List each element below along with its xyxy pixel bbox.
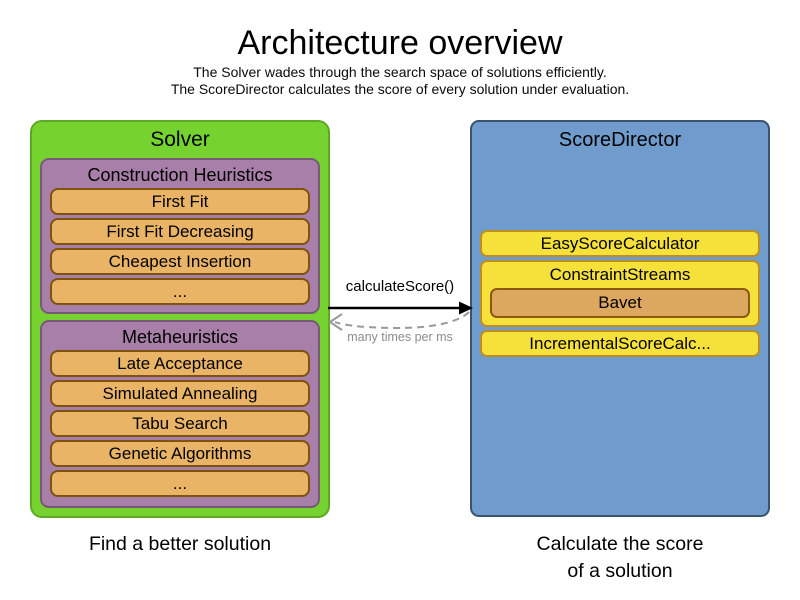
subtitle-line-1: The Solver wades through the search spac… — [193, 64, 607, 80]
calculate-score-arrow — [328, 301, 473, 315]
item-genetic-algorithms: Genetic Algorithms — [50, 440, 310, 467]
page-title: Architecture overview — [237, 24, 563, 62]
calc-constraint-streams: ConstraintStreams Bavet — [480, 260, 760, 327]
return-dashed-arrow — [328, 311, 470, 331]
item-late-acceptance: Late Acceptance — [50, 350, 310, 377]
calc-easy-score-calculator: EasyScoreCalculator — [480, 230, 760, 257]
subtitle-line-2: The ScoreDirector calculates the score o… — [170, 80, 630, 97]
score-director-caption: Calculate the score of a solution — [470, 531, 770, 585]
calc-incremental-score-calculator: IncrementalScoreCalc... — [480, 330, 760, 357]
item-tabu-search: Tabu Search — [50, 410, 310, 437]
frequency-label: many times per ms — [347, 330, 453, 344]
calc-bavet: Bavet — [490, 288, 750, 318]
construction-heuristics-title: Construction Heuristics — [87, 165, 273, 185]
item-metaheuristics-more: ... — [50, 470, 310, 497]
item-first-fit-decreasing: First Fit Decreasing — [50, 218, 310, 245]
score-director-box: ScoreDirector EasyScoreCalculator Constr… — [470, 120, 770, 517]
solver-caption: Find a better solution — [88, 533, 272, 555]
item-first-fit: First Fit — [50, 188, 310, 215]
metaheuristics-items: Late Acceptance Simulated Annealing Tabu… — [50, 350, 310, 497]
construction-heuristics-group: Construction Heuristics First Fit First … — [40, 158, 320, 314]
diagram-header: Architecture overview The Solver wades t… — [0, 22, 800, 97]
call-and-return-arrows — [328, 301, 473, 331]
solver-box: Solver Construction Heuristics First Fit… — [30, 120, 330, 518]
item-construction-more: ... — [50, 278, 310, 305]
item-simulated-annealing: Simulated Annealing — [50, 380, 310, 407]
calculate-score-arrow-zone: calculateScore() many times per ms — [325, 270, 475, 350]
constraint-streams-label: ConstraintStreams — [549, 265, 691, 284]
solver-title: Solver — [150, 128, 210, 151]
item-cheapest-insertion: Cheapest Insertion — [50, 248, 310, 275]
construction-heuristics-items: First Fit First Fit Decreasing Cheapest … — [50, 188, 310, 305]
score-director-caption-line-2: of a solution — [567, 560, 673, 582]
metaheuristics-group: Metaheuristics Late Acceptance Simulated… — [40, 320, 320, 508]
score-director-title: ScoreDirector — [558, 129, 682, 151]
score-calculator-stack: EasyScoreCalculator ConstraintStreams Ba… — [480, 230, 760, 357]
score-director-caption-line-1: Calculate the score — [536, 533, 704, 555]
metaheuristics-title: Metaheuristics — [121, 327, 239, 347]
calculate-score-label: calculateScore() — [345, 278, 455, 295]
